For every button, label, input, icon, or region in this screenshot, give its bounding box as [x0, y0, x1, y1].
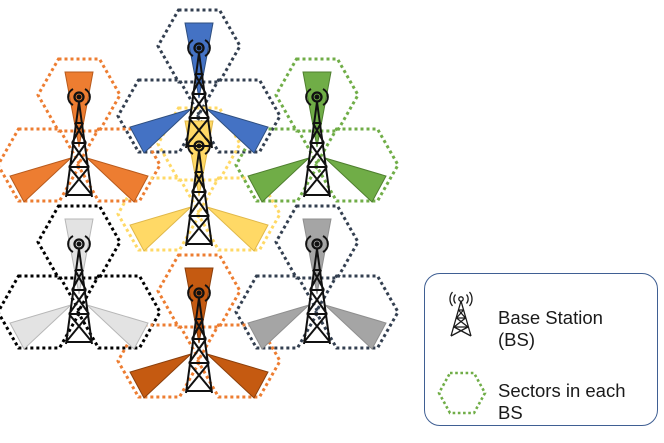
sector-orange-3 [86, 157, 149, 203]
hex-cell-dark-orange-2 [116, 323, 202, 399]
sector-gray-2 [247, 304, 310, 350]
hex-cell-gray-1 [274, 204, 360, 280]
sector-wedges [9, 22, 387, 399]
hex-cell-dark-orange-3 [196, 323, 282, 399]
hex-cell-blue-2 [116, 78, 202, 154]
hex-cell-orange-1 [36, 57, 122, 133]
dotted-hexagon-icon [437, 371, 487, 415]
hex-cell-gray-3 [314, 274, 400, 350]
base-stations [65, 39, 331, 394]
hex-cell-gray-2 [234, 274, 320, 350]
sector-yellow-1 [184, 120, 214, 197]
sector-gray-1 [302, 218, 332, 295]
sector-dark-orange-2 [129, 353, 192, 399]
hex-cell-yellow-2 [116, 176, 202, 252]
antenna-tower-icon [185, 284, 213, 394]
sector-light-gray-3 [86, 304, 149, 350]
legend [424, 273, 658, 426]
sector-orange-2 [9, 157, 72, 203]
sector-blue-1 [184, 22, 214, 99]
sector-orange-1 [64, 71, 94, 148]
hex-cell-yellow-1 [156, 106, 242, 182]
hex-cell-orange-2 [0, 127, 82, 203]
hex-cell-blue-1 [156, 8, 242, 84]
base-station-label: Base Station (BS) [498, 307, 603, 350]
hex-cell-dark-orange-1 [156, 253, 242, 329]
hex-cell-light-gray-1 [36, 204, 122, 280]
sector-green-3 [324, 157, 387, 203]
sector-light-gray-2 [9, 304, 72, 350]
hex-cell-orange-3 [76, 127, 162, 203]
hexagon-cells [0, 8, 400, 399]
antenna-tower-icon [303, 235, 331, 345]
antenna-tower-icon [185, 137, 213, 247]
sector-blue-2 [129, 108, 192, 154]
sector-dark-orange-1 [184, 267, 214, 344]
hex-cell-light-gray-2 [0, 274, 82, 350]
sector-green-1 [302, 71, 332, 148]
hex-cell-blue-3 [196, 78, 282, 154]
antenna-tower-icon [303, 88, 331, 198]
sector-yellow-2 [129, 206, 192, 252]
antenna-tower-icon [65, 88, 93, 198]
antenna-tower-icon [65, 235, 93, 345]
sector-blue-3 [206, 108, 269, 154]
hex-cell-green-3 [314, 127, 400, 203]
sector-yellow-3 [206, 206, 269, 252]
hex-cell-green-2 [234, 127, 320, 203]
sector-dark-orange-3 [206, 353, 269, 399]
sector-gray-3 [324, 304, 387, 350]
hex-cell-yellow-3 [196, 176, 282, 252]
hex-cell-green-1 [274, 57, 360, 133]
sectors-label: Sectors in each BS [498, 380, 626, 423]
sector-light-gray-1 [64, 218, 94, 295]
sector-green-2 [247, 157, 310, 203]
antenna-tower-icon [449, 291, 473, 337]
hex-cell-light-gray-3 [76, 274, 162, 350]
